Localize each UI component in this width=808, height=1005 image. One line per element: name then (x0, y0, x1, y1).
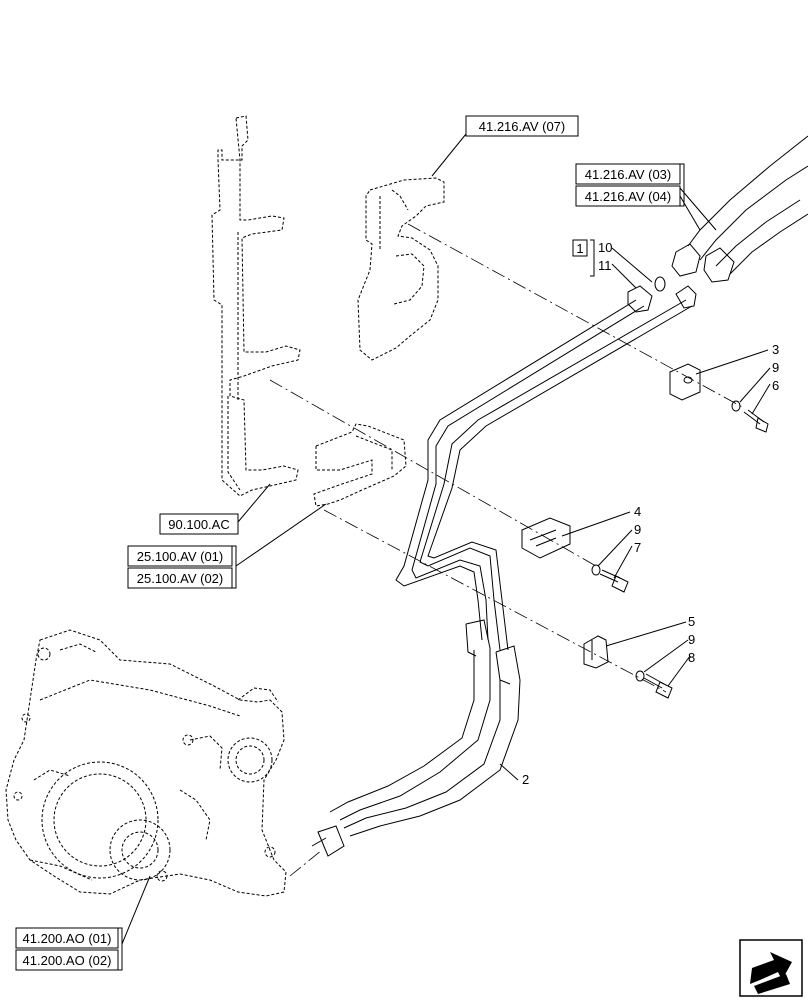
ref-25100-01[interactable]: 25.100.AV (01) (127, 545, 233, 567)
mounting-bracket-left (211, 115, 301, 497)
bolt-7 (599, 569, 629, 593)
svg-text:1: 1 (576, 241, 583, 256)
ref-90100[interactable]: 90.100.AC (159, 513, 239, 535)
ref-41200-01[interactable]: 41.200.AO (01) (15, 927, 119, 949)
leader-lines (121, 133, 771, 945)
callout-9-b: 9 (634, 522, 641, 537)
callout-4: 4 (634, 504, 641, 519)
ref-41216-group-bracket (680, 163, 685, 207)
washer-9b (591, 564, 601, 576)
callout-2: 2 (522, 772, 529, 787)
svg-text:41.200.AO (02): 41.200.AO (02) (23, 953, 112, 968)
transmission-housing (5, 629, 287, 897)
callout-8: 8 (688, 650, 695, 665)
ref-41200-group-bracket (118, 927, 123, 971)
callout-11: 11 (598, 258, 612, 273)
ref-25100-02[interactable]: 25.100.AV (02) (127, 567, 233, 589)
callout-5: 5 (688, 614, 695, 629)
callout-9-a: 9 (772, 360, 779, 375)
svg-text:25.100.AV (01): 25.100.AV (01) (137, 549, 223, 564)
bolt-6 (743, 409, 769, 433)
pipe-fittings-upper (627, 276, 697, 313)
callout-9-c: 9 (688, 632, 695, 647)
ref-41216-07[interactable]: 41.216.AV (07) (465, 115, 579, 137)
upper-right-hoses (671, 135, 808, 283)
callout-3: 3 (772, 342, 779, 357)
kit-box-1: 1 (572, 239, 595, 277)
ref-41216-04[interactable]: 41.216.AV (04) (575, 185, 681, 207)
clamp-5 (583, 635, 609, 669)
svg-text:41.216.AV (04): 41.216.AV (04) (585, 189, 671, 204)
middle-bracket (313, 423, 407, 507)
ref-41216-03[interactable]: 41.216.AV (03) (575, 163, 681, 185)
clamp-3 (669, 363, 701, 401)
washer-9c (635, 670, 645, 682)
flexible-hoses (311, 619, 521, 857)
next-page-arrow-icon[interactable] (739, 939, 803, 997)
center-lines (269, 223, 745, 877)
ref-41200-02[interactable]: 41.200.AO (02) (15, 949, 119, 971)
clamp-4 (521, 517, 571, 559)
callout-6: 6 (772, 378, 779, 393)
svg-text:25.100.AV (02): 25.100.AV (02) (137, 571, 223, 586)
svg-text:90.100.AC: 90.100.AC (168, 517, 229, 532)
svg-text:41.200.AO (01): 41.200.AO (01) (23, 931, 112, 946)
washer-9a (731, 400, 741, 412)
callout-10: 10 (598, 240, 612, 255)
ref-25100-group-bracket (232, 545, 237, 589)
callout-7: 7 (634, 540, 641, 555)
bolt-8 (643, 673, 673, 699)
hydraulic-pipes (395, 299, 693, 651)
svg-text:41.216.AV (07): 41.216.AV (07) (479, 119, 565, 134)
svg-text:41.216.AV (03): 41.216.AV (03) (585, 167, 671, 182)
upper-valve-bracket (357, 177, 445, 361)
